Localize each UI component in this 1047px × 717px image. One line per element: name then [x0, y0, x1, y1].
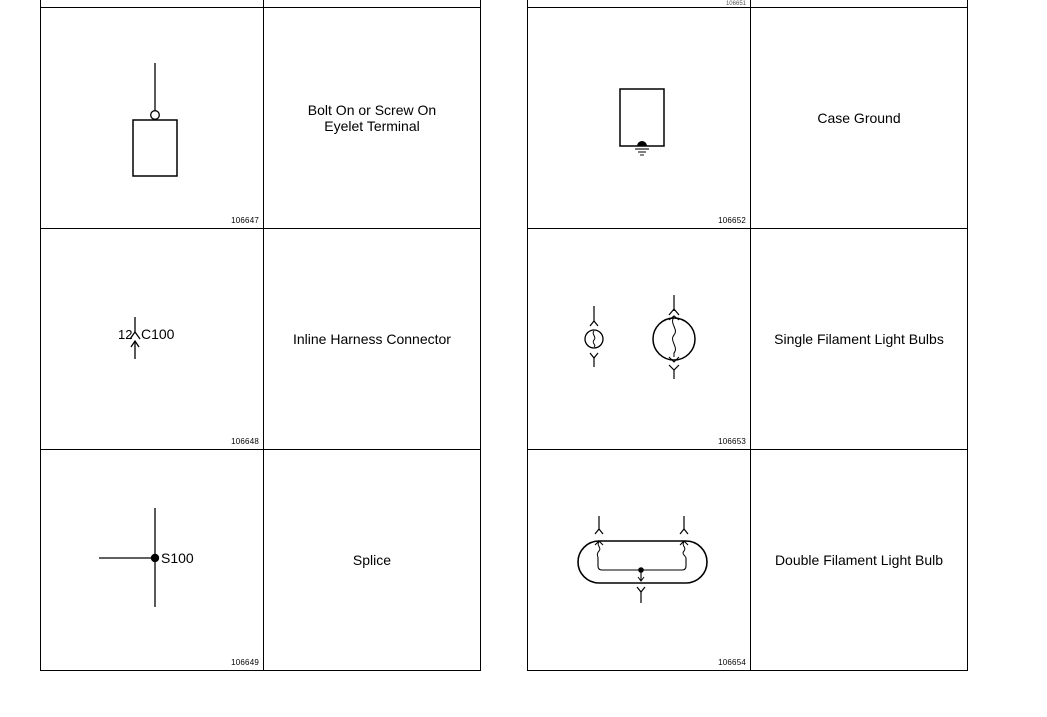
symbol-cell: 106652 — [527, 7, 751, 229]
table-row: 106652 Case Ground — [527, 7, 968, 229]
description-text: Inline Harness Connector — [293, 331, 451, 347]
stub-cell: 106651 — [527, 0, 751, 8]
symbol-description: Single Filament Light Bulbs — [750, 228, 968, 450]
symbol-cell: 12 C100 106648 — [40, 228, 264, 450]
figure-number: 106651 — [725, 1, 746, 7]
figure-number: 106653 — [718, 437, 746, 446]
double-filament-bulb-icon — [577, 516, 708, 603]
single-filament-bulbs-icon — [584, 295, 696, 379]
eyelet-terminal-icon — [132, 63, 178, 177]
symbol-description: Inline Harness Connector — [263, 228, 481, 450]
symbol-description: Splice — [263, 449, 481, 671]
left-symbol-table: 106647 Bolt On or Screw On Eyelet Termin… — [40, 0, 481, 671]
table-row: 106647 Bolt On or Screw On Eyelet Termin… — [40, 7, 481, 229]
case-ground-icon — [619, 88, 665, 156]
splice-label: S100 — [161, 550, 194, 566]
connector-label: C100 — [141, 326, 175, 342]
table-row: 106654 Double Filament Light Bulb — [527, 449, 968, 671]
symbol-cell: S100 106649 — [40, 449, 264, 671]
symbol-description: Bolt On or Screw On Eyelet Terminal — [263, 7, 481, 229]
stub-cell — [750, 0, 968, 8]
description-text: Splice — [352, 552, 392, 568]
symbol-description: Case Ground — [750, 7, 968, 229]
right-symbol-table: 106651 106652 Case Ground — [527, 0, 968, 671]
table-row: 12 C100 106648 Inline Harness Connector — [40, 228, 481, 450]
stub-cell — [263, 0, 481, 8]
symbol-cell: 106653 — [527, 228, 751, 450]
figure-number: 106649 — [231, 658, 259, 667]
figure-number: 106654 — [718, 658, 746, 667]
symbol-description: Double Filament Light Bulb — [750, 449, 968, 671]
pin-number-label: 12 — [118, 327, 132, 342]
table-row: S100 106649 Splice — [40, 449, 481, 671]
figure-number: 106652 — [718, 216, 746, 225]
description-text: Double Filament Light Bulb — [774, 552, 944, 568]
splice-icon: S100 — [99, 508, 194, 607]
symbol-cell: 106654 — [527, 449, 751, 671]
description-text: Case Ground — [817, 110, 901, 126]
symbol-cell: 106647 — [40, 7, 264, 229]
table-row: 106653 Single Filament Light Bulbs — [527, 228, 968, 450]
description-text: Single Filament Light Bulbs — [774, 331, 944, 347]
figure-number: 106647 — [231, 216, 259, 225]
inline-connector-icon: 12 C100 — [118, 317, 175, 359]
description-text: Bolt On or Screw On Eyelet Terminal — [307, 102, 437, 134]
stub-cell — [40, 0, 264, 8]
figure-number: 106648 — [231, 437, 259, 446]
